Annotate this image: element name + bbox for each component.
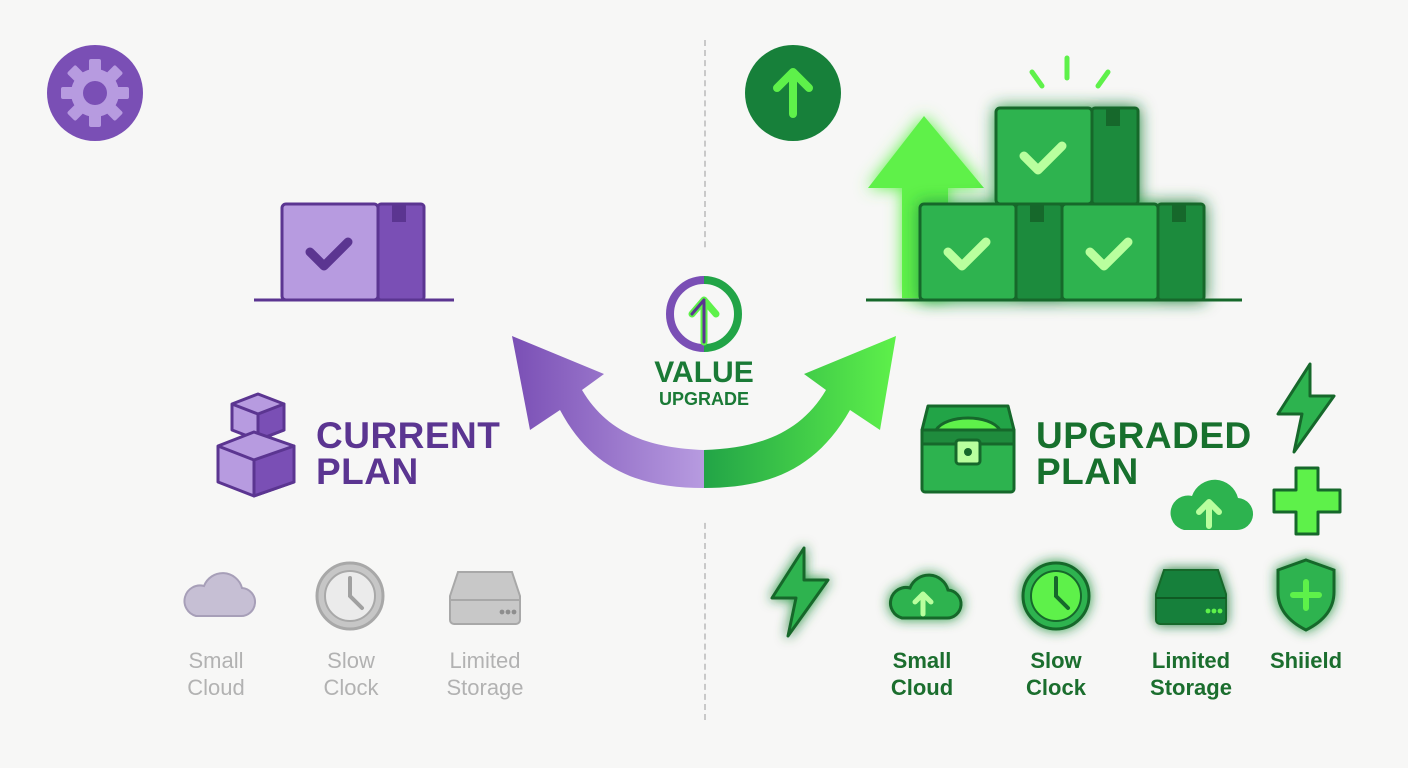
plus-icon xyxy=(1272,466,1342,536)
gear-icon xyxy=(47,45,143,141)
current-feature-clock-icon xyxy=(315,561,385,631)
upgraded-feature-label-cloud: Small Cloud xyxy=(890,648,954,700)
upgraded-feature-label-shield: Shiield xyxy=(1269,648,1343,673)
upgraded-boxes-illustration xyxy=(866,55,1242,302)
upgraded-feature-storage-icon xyxy=(1155,569,1227,625)
upgraded-feature-label-clock: Slow Clock xyxy=(1026,648,1086,700)
upgraded-plan-title: UPGRADED PLAN xyxy=(1036,415,1252,492)
upgrade-arrow-icon xyxy=(745,45,841,141)
current-box-illustration xyxy=(254,202,454,302)
upgrade-badge-icon xyxy=(666,276,742,352)
cloud-upload-icon xyxy=(1170,479,1254,531)
value-text: VALUE xyxy=(654,356,754,389)
upgraded-feature-cloud-icon xyxy=(889,573,963,620)
current-feature-label-storage: Limited Storage xyxy=(446,648,524,700)
upgrade-text: UPGRADE xyxy=(658,389,749,409)
current-plan-title: CURRENT PLAN xyxy=(316,415,501,492)
treasure-chest-icon xyxy=(920,404,1016,494)
current-feature-cloud-icon xyxy=(183,572,257,618)
current-feature-label-cloud: Small Cloud xyxy=(187,648,245,700)
current-feature-label-clock: Slow Clock xyxy=(323,648,379,700)
upgraded-feature-label-storage: Limited Storage xyxy=(1150,648,1232,700)
lightning-icon xyxy=(1276,362,1336,454)
value-upgrade-arrow xyxy=(512,336,896,488)
stacked-boxes-icon xyxy=(216,392,296,498)
upgraded-feature-lightning-icon xyxy=(770,546,830,638)
upgraded-feature-clock-icon xyxy=(1021,561,1091,631)
value-upgrade-label: VALUE UPGRADE xyxy=(604,358,804,410)
current-feature-storage-icon xyxy=(449,571,521,625)
upgraded-feature-shield-icon xyxy=(1276,558,1336,632)
